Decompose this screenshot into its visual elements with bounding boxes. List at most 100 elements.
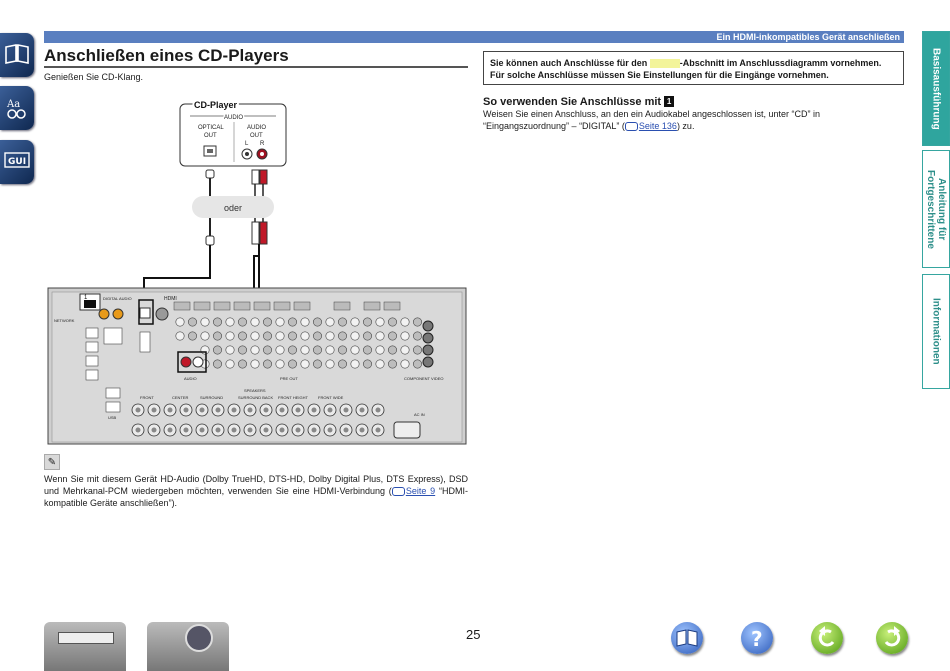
section-header-bar: Ein HDMI-inkompatibles Gerät anschließen [44,31,904,43]
speaker-terminal-core [279,427,285,433]
svg-text:?: ? [751,627,763,651]
ac-in-label: AC IN [414,412,425,417]
video-jack [422,332,434,344]
jack [175,317,185,327]
cd-player-label: CD-Player [194,100,238,110]
back-button[interactable] [811,622,843,654]
speaker-grid [131,403,385,437]
page-link-9[interactable]: Seite 9 [405,486,436,496]
page-number: 25 [466,627,481,642]
contents-tab[interactable] [0,33,34,77]
jack [337,317,347,327]
hdmi-label: HDMI [164,296,177,302]
speakers-label: SPEAKERS [244,388,266,393]
video-jack [422,320,434,332]
jack [275,345,285,355]
usb-label: USB [108,415,117,420]
jack [300,345,310,355]
jack [387,359,397,369]
jack [225,331,235,341]
tab-informationen[interactable]: Informationen [922,274,950,389]
help-button[interactable]: ? [741,622,773,654]
jack [325,345,335,355]
how-to-text-after: ) zu. [676,121,695,131]
jack [263,345,273,355]
jack [188,331,198,341]
jack [387,345,397,355]
speaker-terminal-core [375,407,381,413]
marker-badge: 1 [664,96,675,107]
speaker-terminal-core [263,407,269,413]
speaker-terminal-core [327,427,333,433]
jack [375,359,385,369]
jack [400,345,410,355]
info-text-part2: -Abschnitt im Anschlussdiagramm vornehme… [490,58,882,80]
jack [200,331,210,341]
page-ref-icon [391,487,405,497]
speaker-terminal-core [199,407,205,413]
jack [362,359,372,369]
highlight-swatch [649,59,680,69]
jack [312,317,322,327]
speaker-terminal-core [279,407,285,413]
speaker-terminal-core [231,407,237,413]
tab-basisausfuehrung[interactable]: Basisausführung [922,31,950,146]
pencil-icon: ✎ [44,454,60,470]
forward-button[interactable] [876,622,908,654]
how-to-text-before: Weisen Sie einen Anschluss, an den ein A… [483,109,821,131]
jack [288,345,298,355]
jack [337,331,347,341]
gui-tab[interactable]: GUI [0,140,34,184]
speaker-terminal-core [167,427,173,433]
manual-icon [676,629,698,647]
jack [263,359,273,369]
surround-back-label: SURROUND BACK [238,395,273,400]
jack [412,359,422,369]
component-video-label: COMPONENT VIDEO [404,376,444,381]
jack [337,359,347,369]
help-icon: ? [751,627,763,651]
section-label: Ein HDMI-inkompatibles Gerät anschließen [716,32,900,42]
how-to-text: Weisen Sie einen Anschluss, an den ein A… [483,108,907,132]
jack [375,331,385,341]
jack [175,331,185,341]
jack [263,331,273,341]
jack [350,317,360,327]
audio-group-label: AUDIO [224,115,243,121]
video-jack [422,344,434,356]
index-tab[interactable]: Aa [0,86,34,130]
remote-thumbnail[interactable] [147,622,229,671]
tab-fortgeschrittene[interactable]: Anleitung für Fortgeschrittene [922,150,950,268]
jack [238,345,248,355]
jack [350,359,360,369]
title-divider [44,66,468,68]
how-to-heading-text: So verwenden Sie Anschlüsse mit [483,96,662,108]
speaker-terminal-core [199,427,205,433]
speaker-terminal-core [327,407,333,413]
receiver-front-thumbnail[interactable] [44,622,126,671]
jack [200,317,210,327]
manual-button[interactable] [671,622,703,654]
note-text-before: Wenn Sie mit diesem Gerät HD-Audio (Dolb… [44,474,468,496]
jack [350,331,360,341]
speaker-terminal-core [295,427,301,433]
jack [300,359,310,369]
jack [350,345,360,355]
jack [337,345,347,355]
speaker-terminal-core [151,427,157,433]
jack [200,345,210,355]
audio-panel-label: AUDIO [184,376,197,381]
jack [225,317,235,327]
jack [275,317,285,327]
jack [238,331,248,341]
speaker-terminal-core [343,407,349,413]
jack [300,317,310,327]
jack [325,317,335,327]
digital-audio-label: DIGITAL AUDIO [103,296,132,301]
jack [312,331,322,341]
index-icon: Aa [6,99,26,119]
speaker-terminal-core [295,407,301,413]
speaker-terminal-core [183,407,189,413]
page-link-136[interactable]: Seite 136 [638,121,677,131]
